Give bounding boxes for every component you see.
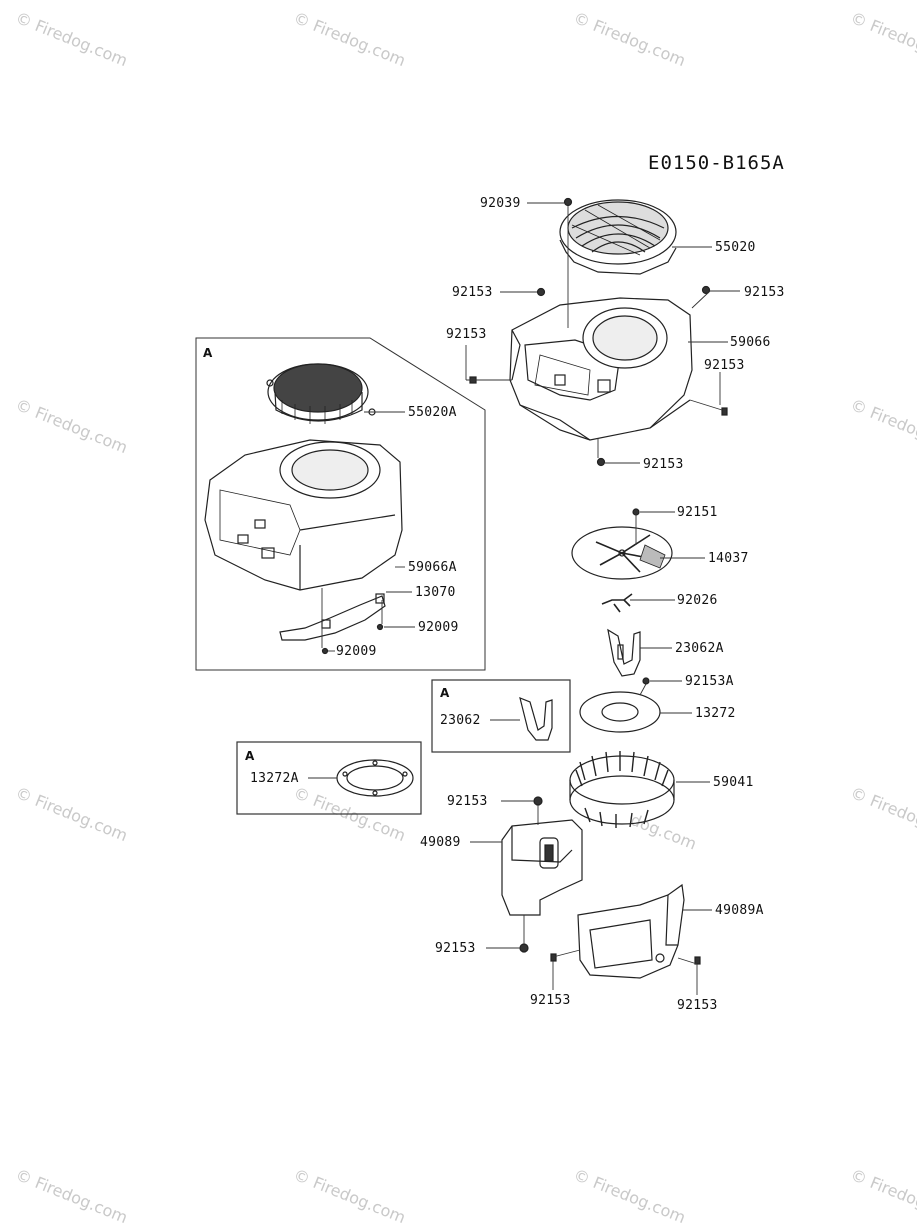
parts-diagram: © Firedog.com © Firedog.com © Firedog.co…	[13, 8, 917, 1227]
part-label-92153: 92153	[435, 941, 476, 956]
part-label-92153: 92153	[643, 457, 684, 472]
part-label-23062A: 23062A	[675, 641, 724, 656]
bracket-23062	[519, 697, 553, 741]
screen-55020A	[266, 363, 376, 424]
baffle-13070	[279, 593, 386, 641]
gasket-13272	[579, 691, 661, 733]
part-label-59041: 59041	[713, 775, 754, 790]
part-label-49089A: 49089A	[715, 903, 764, 918]
gasket-13272A	[336, 759, 414, 797]
panel-tag: A	[203, 346, 213, 360]
part-label-92026: 92026	[677, 593, 718, 608]
fasteners	[321, 197, 728, 965]
plate-14037	[571, 526, 673, 580]
part-label-14037: 14037	[708, 551, 749, 566]
part-label-55020: 55020	[715, 240, 756, 255]
screen-55020	[559, 199, 677, 275]
leader-lines	[308, 202, 740, 995]
cover-49089	[501, 819, 583, 916]
part-label-92009: 92009	[336, 644, 377, 659]
part-label-92153: 92153	[447, 794, 488, 809]
part-label-23062: 23062	[440, 713, 481, 728]
part-label-92153: 92153	[677, 998, 718, 1013]
parts-drawing	[195, 197, 740, 995]
panel-a-box-23062	[431, 679, 571, 753]
part-label-59066: 59066	[730, 335, 771, 350]
diagram-code: E0150-B165A	[648, 152, 785, 174]
panel-tag: A	[440, 686, 450, 700]
fan-59041	[569, 751, 675, 828]
part-label-92153: 92153	[744, 285, 785, 300]
part-label-59066A: 59066A	[408, 560, 457, 575]
part-label-92151: 92151	[677, 505, 718, 520]
cover-49089A	[577, 883, 685, 979]
part-label-92153: 92153	[704, 358, 745, 373]
part-label-92009: 92009	[418, 620, 459, 635]
part-label-13272: 13272	[695, 706, 736, 721]
part-label-55020A: 55020A	[408, 405, 457, 420]
part-label-92039: 92039	[480, 196, 521, 211]
panel-a-frame	[195, 337, 486, 671]
part-label-92153: 92153	[446, 327, 487, 342]
part-label-92153: 92153	[452, 285, 493, 300]
part-label-92153: 92153	[530, 993, 571, 1008]
part-label-92153A: 92153A	[685, 674, 734, 689]
part-label-13070: 13070	[415, 585, 456, 600]
housing-59066	[509, 297, 693, 441]
panel-tag: A	[245, 749, 255, 763]
bracket-23062A	[607, 628, 641, 677]
part-label-49089: 49089	[420, 835, 461, 850]
bracket-92026	[601, 593, 633, 613]
housing-59066A	[204, 439, 403, 591]
panel-a-box-13272a	[236, 741, 422, 815]
part-label-13272A: 13272A	[250, 771, 299, 786]
